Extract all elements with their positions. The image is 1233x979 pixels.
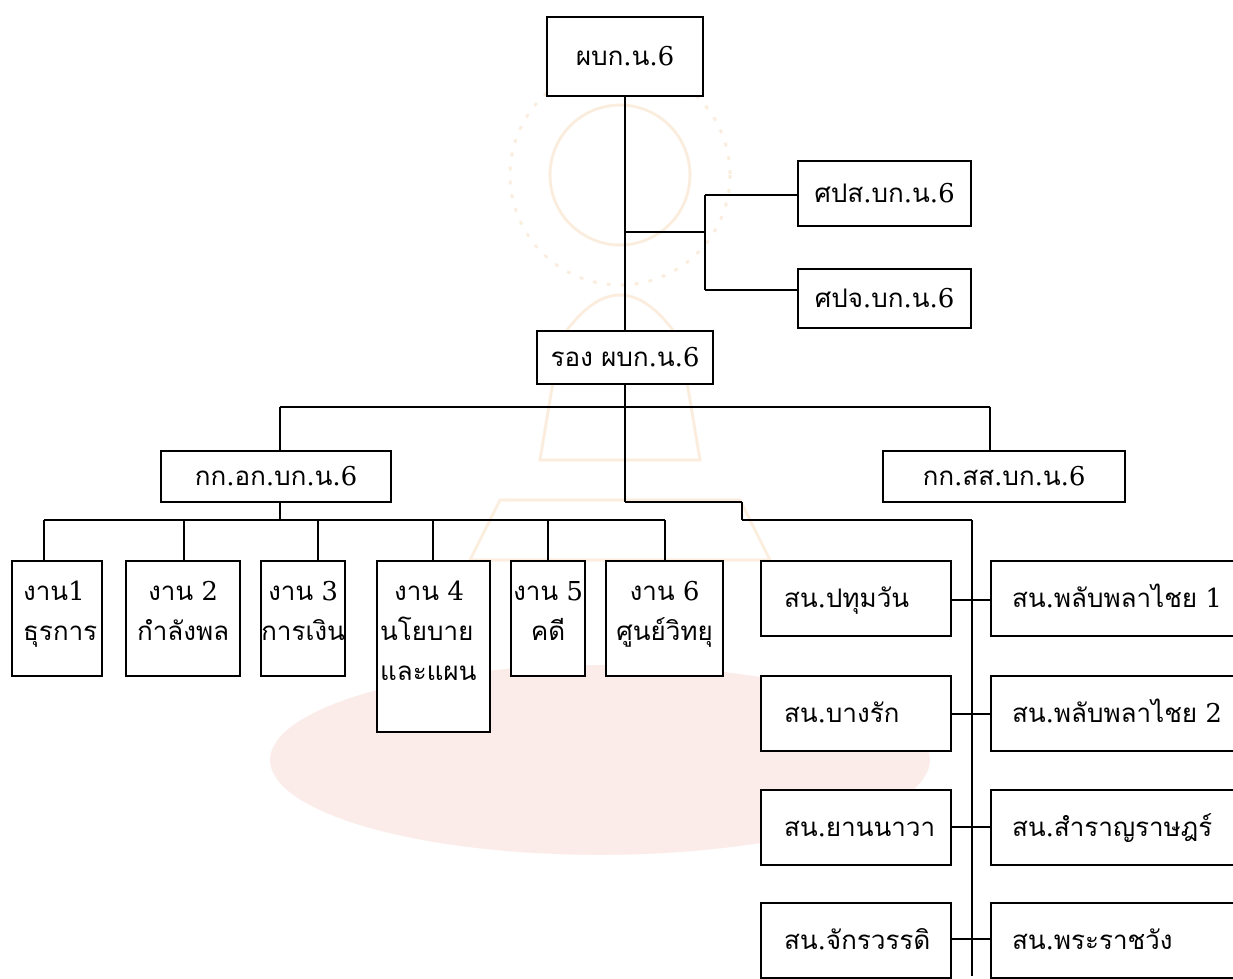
unit-2-name: กำลังพล xyxy=(136,617,230,647)
staff-node-2: ศปจ.บก.น.6 xyxy=(797,268,972,329)
unit-3: งาน 3 การเงิน xyxy=(260,560,346,677)
station-left-4-label: สน.จักรวรรดิ xyxy=(784,925,931,956)
unit-4: งาน 4 นโยบาย และแผน xyxy=(376,560,491,733)
staff-label-2: ศปจ.บก.น.6 xyxy=(814,283,955,314)
unit-1: งาน1 ธุรการ xyxy=(11,560,103,677)
station-left-4: สน.จักรวรรดิ xyxy=(760,902,952,979)
station-right-2-label: สน.พลับพลาไชย 2 xyxy=(1012,698,1222,729)
station-right-4: สน.พระราชวัง xyxy=(990,902,1233,979)
admin-division-label: กก.อก.บก.น.6 xyxy=(194,461,358,492)
station-left-2-label: สน.บางรัก xyxy=(784,698,900,729)
unit-4-name: นโยบาย xyxy=(380,617,474,647)
station-right-2: สน.พลับพลาไชย 2 xyxy=(990,675,1233,752)
ops-division-label: กก.สส.บก.น.6 xyxy=(922,461,1086,492)
unit-1-title: งาน1 xyxy=(23,577,85,607)
staff-label-1: ศปส.บก.น.6 xyxy=(814,178,955,209)
unit-3-name: การเงิน xyxy=(261,617,345,647)
unit-6-name: ศูนย์วิทยุ xyxy=(616,617,713,647)
staff-node-1: ศปส.บก.น.6 xyxy=(797,160,972,227)
unit-5-name: คดี xyxy=(530,617,566,647)
unit-2-title: งาน 2 xyxy=(148,577,218,607)
ops-division-node: กก.สส.บก.น.6 xyxy=(882,450,1126,503)
unit-6-title: งาน 6 xyxy=(629,577,700,607)
station-right-1: สน.พลับพลาไชย 1 xyxy=(990,560,1233,637)
station-right-4-label: สน.พระราชวัง xyxy=(1012,925,1173,956)
deputy-label: รอง ผบก.น.6 xyxy=(550,342,700,373)
station-right-3-label: สน.สำราญราษฎร์ xyxy=(1012,812,1213,843)
deputy-node: รอง ผบก.น.6 xyxy=(536,330,714,385)
unit-5: งาน 5 คดี xyxy=(510,560,586,677)
station-left-2: สน.บางรัก xyxy=(760,675,952,752)
station-left-1-label: สน.ปทุมวัน xyxy=(784,583,910,614)
admin-division-node: กก.อก.บก.น.6 xyxy=(160,450,392,503)
unit-3-title: งาน 3 xyxy=(268,577,338,607)
unit-4-title: งาน 4 xyxy=(394,577,464,607)
station-left-1: สน.ปทุมวัน xyxy=(760,560,952,637)
station-right-3: สน.สำราญราษฎร์ xyxy=(990,789,1233,866)
root-node: ผบก.น.6 xyxy=(546,16,704,97)
unit-1-name: ธุรการ xyxy=(23,617,98,647)
unit-6: งาน 6 ศูนย์วิทยุ xyxy=(605,560,724,677)
unit-4-name-cont: และแผน xyxy=(380,657,477,687)
root-label: ผบก.น.6 xyxy=(575,41,675,72)
station-left-3-label: สน.ยานนาวา xyxy=(784,812,936,843)
station-left-3: สน.ยานนาวา xyxy=(760,789,952,866)
station-right-1-label: สน.พลับพลาไชย 1 xyxy=(1012,583,1222,614)
unit-2: งาน 2 กำลังพล xyxy=(125,560,241,677)
unit-5-title: งาน 5 xyxy=(513,577,583,607)
